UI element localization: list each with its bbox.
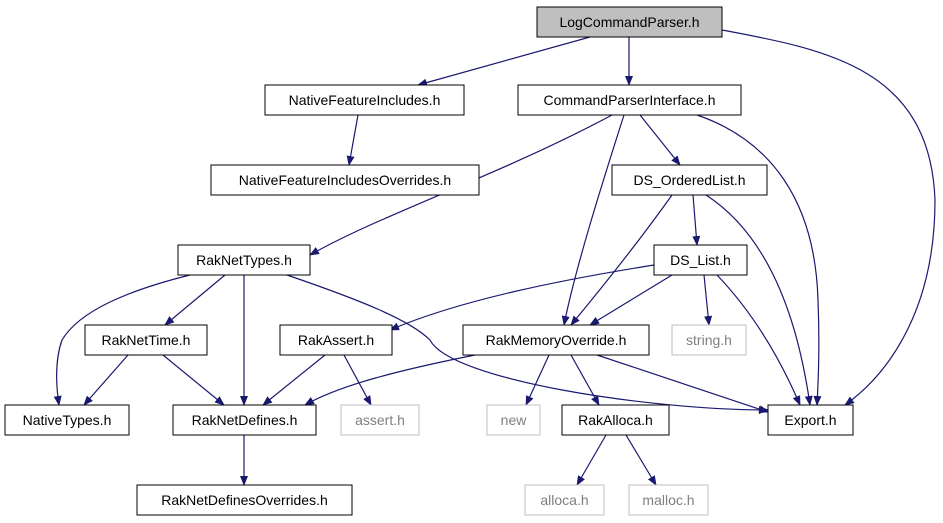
node-label-alloca: alloca.h: [540, 492, 588, 508]
node-label-commandparserinterface: CommandParserInterface.h: [544, 92, 716, 108]
node-ds-list[interactable]: DS_List.h: [653, 244, 748, 276]
node-box-rakmemoryoverride: [462, 324, 650, 356]
edge-ds-list-to-export: [716, 274, 801, 406]
node-label-logcommandparser: LogCommandParser.h: [559, 14, 699, 30]
edge-raknettypes-to-nativetypes: [53, 274, 191, 406]
node-box-nativefeatureincludesoverrides: [210, 164, 480, 196]
edge-ds-orderedlist-to-ds-list: [692, 194, 701, 246]
node-label-export: Export.h: [784, 412, 836, 428]
edge-commandparserinterface-to-ds-orderedlist: [639, 114, 681, 166]
node-raknetdefines[interactable]: RakNetDefines.h: [172, 404, 317, 436]
node-label-ds-list: DS_List.h: [670, 252, 731, 268]
node-box-commandparserinterface: [517, 84, 742, 116]
node-label-raknetdefines: RakNetDefines.h: [192, 412, 298, 428]
node-nativefeatureincludesoverrides[interactable]: NativeFeatureIncludesOverrides.h: [210, 164, 480, 196]
edge-commandparserinterface-to-export: [696, 114, 822, 406]
node-label-new: new: [501, 412, 528, 428]
node-new: new: [486, 404, 541, 436]
edge-raknettime-to-raknetdefines: [162, 354, 225, 406]
edge-logcommandparser-to-export: [721, 29, 936, 406]
edge-ds-list-to-string: [703, 274, 713, 326]
node-label-raknetdefinesoverrides: RakNetDefinesOverrides.h: [161, 492, 328, 508]
node-label-nativetypes: NativeTypes.h: [23, 412, 112, 428]
node-commandparserinterface[interactable]: CommandParserInterface.h: [517, 84, 742, 116]
node-box-raknettime: [84, 324, 208, 356]
edge-ds-orderedlist-to-export: [705, 194, 813, 406]
node-label-raknettime: RakNetTime.h: [102, 332, 191, 348]
node-label-malloc: malloc.h: [642, 492, 694, 508]
node-malloc: malloc.h: [628, 484, 709, 516]
edge-rakassert-to-raknetdefines: [262, 354, 326, 406]
node-logcommandparser[interactable]: LogCommandParser.h: [536, 6, 723, 38]
edge-rakalloca-to-malloc: [625, 434, 657, 486]
node-box-raknetdefinesoverrides: [136, 484, 353, 516]
node-string: string.h: [671, 324, 747, 356]
node-rakmemoryoverride[interactable]: RakMemoryOverride.h: [462, 324, 650, 356]
node-label-string: string.h: [686, 332, 732, 348]
edge-raknettime-to-nativetypes: [83, 354, 129, 406]
node-raknetdefinesoverrides[interactable]: RakNetDefinesOverrides.h: [136, 484, 353, 516]
node-ds-orderedlist[interactable]: DS_OrderedList.h: [611, 164, 768, 196]
node-box-malloc: [628, 484, 709, 516]
node-label-ds-orderedlist: DS_OrderedList.h: [633, 172, 745, 188]
node-box-new: [486, 404, 541, 436]
edge-rakassert-to-assert: [343, 354, 372, 406]
node-rakassert[interactable]: RakAssert.h: [279, 324, 393, 356]
edge-rakalloca-to-alloca: [576, 434, 607, 486]
node-label-rakassert: RakAssert.h: [298, 332, 374, 348]
node-box-nativefeatureincludes: [264, 84, 465, 116]
edge-raknettypes-to-export: [286, 274, 769, 414]
node-box-string: [671, 324, 747, 356]
node-rakalloca[interactable]: RakAlloca.h: [561, 404, 670, 436]
node-nativetypes[interactable]: NativeTypes.h: [4, 404, 130, 436]
node-raknettypes[interactable]: RakNetTypes.h: [177, 244, 311, 276]
node-nativefeatureincludes[interactable]: NativeFeatureIncludes.h: [264, 84, 465, 116]
edge-rakmemoryoverride-to-raknetdefines: [304, 354, 476, 406]
node-assert: assert.h: [340, 404, 420, 436]
edge-ds-orderedlist-to-rakmemoryoverride: [570, 194, 673, 326]
edge-rakmemoryoverride-to-rakalloca: [570, 354, 600, 406]
node-box-nativetypes: [4, 404, 130, 436]
node-label-nativefeatureincludes: NativeFeatureIncludes.h: [289, 92, 441, 108]
node-box-rakassert: [279, 324, 393, 356]
edge-logcommandparser-to-nativefeatureincludes: [417, 36, 591, 87]
edge-commandparserinterface-to-rakmemoryoverride: [561, 114, 625, 326]
node-box-logcommandparser: [536, 6, 723, 38]
edge-ds-list-to-rakassert: [389, 264, 655, 331]
node-label-raknettypes: RakNetTypes.h: [196, 252, 292, 268]
edge-rakmemoryoverride-to-export: [596, 354, 769, 413]
edge-rakmemoryoverride-to-new: [525, 354, 550, 406]
node-box-raknettypes: [177, 244, 311, 276]
node-raknettime[interactable]: RakNetTime.h: [84, 324, 208, 356]
edge-raknettypes-to-raknettime: [164, 274, 226, 326]
node-box-raknetdefines: [172, 404, 317, 436]
node-export[interactable]: Export.h: [767, 404, 854, 436]
node-label-assert: assert.h: [355, 412, 405, 428]
node-box-ds-list: [653, 244, 748, 276]
node-box-ds-orderedlist: [611, 164, 768, 196]
node-box-rakalloca: [561, 404, 670, 436]
node-label-rakmemoryoverride: RakMemoryOverride.h: [486, 332, 627, 348]
node-label-nativefeatureincludesoverrides: NativeFeatureIncludesOverrides.h: [239, 172, 451, 188]
node-box-export: [767, 404, 854, 436]
edge-ds-list-to-rakmemoryoverride: [589, 274, 673, 326]
node-alloca: alloca.h: [524, 484, 605, 516]
node-box-assert: [340, 404, 420, 436]
node-label-rakalloca: RakAlloca.h: [578, 412, 653, 428]
edge-nativefeatureincludes-to-nativefeatureincludesoverrides: [346, 114, 359, 166]
nodes-layer: LogCommandParser.hNativeFeatureIncludes.…: [4, 6, 854, 516]
node-box-alloca: [524, 484, 605, 516]
